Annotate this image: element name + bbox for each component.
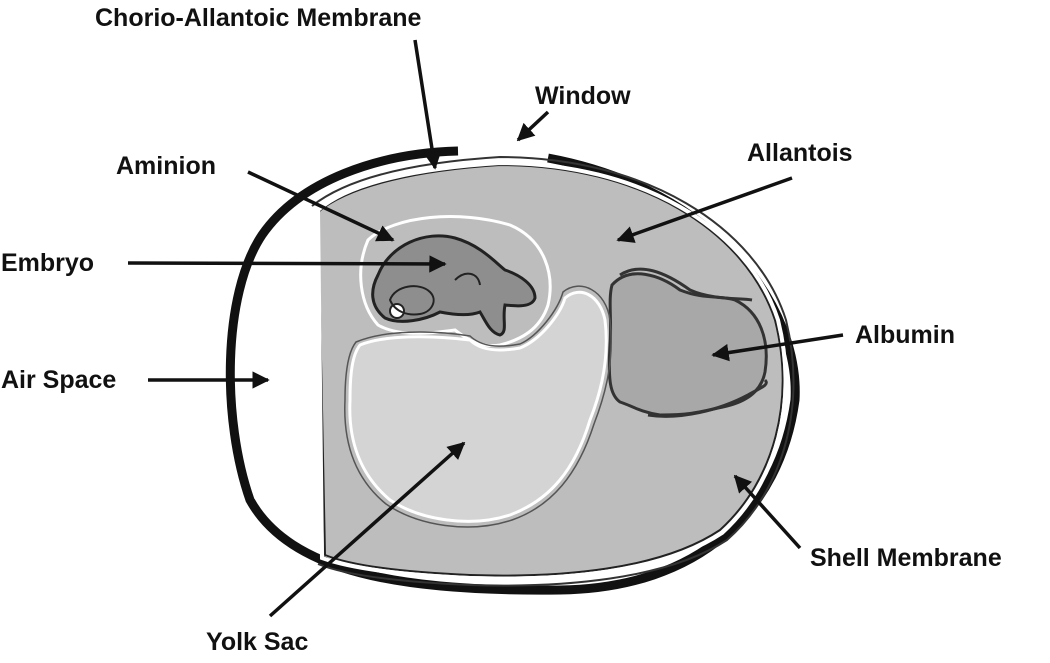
pointer-lines (127, 39, 844, 618)
albumin-top-lobe (619, 267, 753, 302)
label-shell-membrane: Shell Membrane (810, 544, 1002, 572)
shell-membrane-outline (311, 155, 795, 587)
embryo-eye (389, 303, 405, 319)
embryo-head-outline (388, 285, 435, 316)
label-allantois: Allantois (747, 139, 853, 167)
pointer-yolk-sac (268, 441, 466, 618)
eggshell (225, 146, 800, 595)
label-chorio-allantoic-membrane: Chorio-Allantoic Membrane (95, 4, 422, 32)
label-yolk-sac: Yolk Sac (206, 628, 309, 656)
albumin-bottom-lobe (647, 378, 768, 418)
pointer-window (516, 110, 550, 142)
yolk-sac-outline (344, 285, 612, 528)
label-air-space: Air Space (1, 366, 117, 394)
label-embryo: Embryo (1, 249, 95, 277)
pointer-chorio-allantoic-membrane (413, 39, 442, 170)
label-aminion: Aminion (116, 152, 216, 180)
pointer-allantois (616, 176, 793, 243)
pointer-aminion (247, 170, 395, 242)
embryo-body (371, 234, 537, 337)
label-window: Window (535, 82, 631, 110)
pointer-embryo (127, 255, 447, 273)
embryo-limb (454, 272, 481, 286)
pointer-shell-membrane (733, 474, 802, 550)
pointer-albumin (711, 333, 844, 362)
shell-membrane (315, 160, 788, 581)
yolk-sac (348, 290, 608, 523)
label-albumin: Albumin (855, 321, 955, 349)
